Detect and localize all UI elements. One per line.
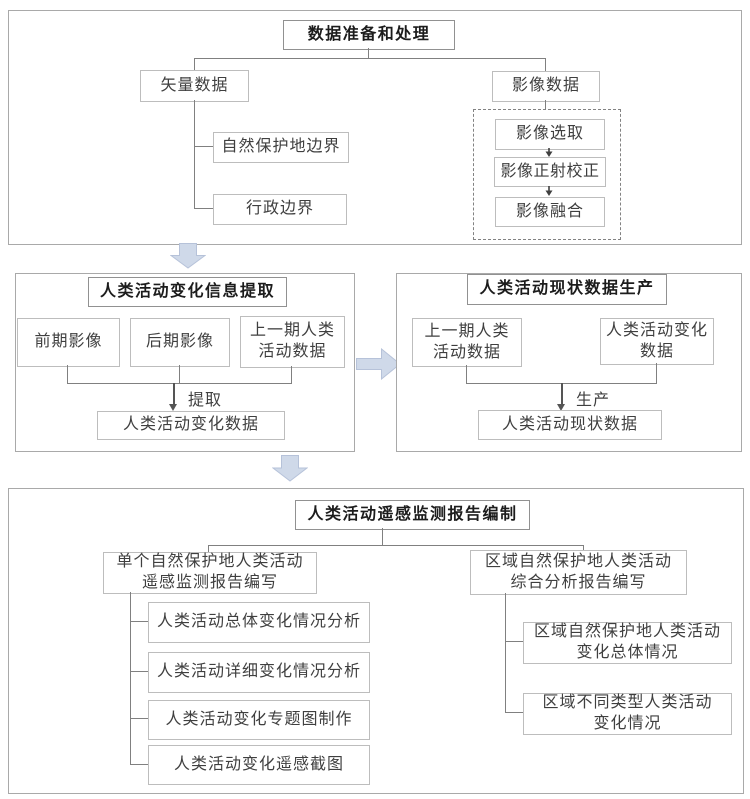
- node-activity-change-data-input: 人类活动变化 数据: [600, 318, 714, 365]
- connector: [656, 363, 657, 383]
- connector: [67, 365, 68, 383]
- node-image-fusion: 影像融合: [495, 197, 605, 227]
- produce-arrowhead-icon: [557, 404, 565, 411]
- node-early-image: 前期影像: [17, 318, 120, 367]
- node-protected-area-boundary: 自然保护地边界: [213, 132, 349, 163]
- connector: [583, 545, 584, 550]
- connector: [505, 641, 523, 642]
- section-flow-right-arrow-icon: [356, 348, 401, 380]
- node-image-orthorectification: 影像正射校正: [494, 157, 606, 187]
- produce-arrow: [561, 383, 563, 404]
- connector: [545, 58, 546, 71]
- image-processing-group: [473, 109, 621, 240]
- node-regional-report: 区域自然保护地人类活动 综合分析报告编写: [470, 550, 687, 595]
- node-previous-activity-data: 上一期人类 活动数据: [240, 316, 345, 368]
- connector: [130, 592, 131, 765]
- node-vector-data: 矢量数据: [140, 70, 249, 102]
- extract-arrow: [173, 383, 175, 404]
- connector: [291, 366, 292, 383]
- node-regional-type-change: 区域不同类型人类活动 变化情况: [523, 693, 732, 735]
- connector: [208, 545, 583, 546]
- section-flow-down-arrow-icon: [272, 455, 308, 482]
- node-remote-sensing-screenshot: 人类活动变化遥感截图: [148, 745, 370, 785]
- connector: [130, 671, 148, 672]
- node-status-production-title: 人类活动现状数据生产: [467, 274, 667, 305]
- extract-process-label: 提取: [188, 392, 223, 409]
- node-activity-change-data: 人类活动变化数据: [97, 411, 285, 440]
- node-change-extraction-title: 人类活动变化信息提取: [88, 277, 287, 307]
- connector: [130, 621, 148, 622]
- produce-process-label: 生产: [576, 392, 611, 409]
- connector: [208, 545, 209, 552]
- node-administrative-boundary: 行政边界: [213, 194, 347, 225]
- node-report-title: 人类活动遥感监测报告编制: [295, 500, 530, 530]
- section-flow-down-arrow-icon: [170, 243, 206, 269]
- connector: [194, 58, 546, 59]
- connector: [505, 593, 506, 713]
- connector: [194, 100, 195, 209]
- node-overall-change-analysis: 人类活动总体变化情况分析: [148, 602, 370, 643]
- step-down-arrow-icon: [545, 148, 553, 157]
- node-single-area-report: 单个自然保护地人类活动 遥感监测报告编写: [103, 552, 317, 594]
- node-image-selection: 影像选取: [495, 119, 605, 150]
- extract-arrowhead-icon: [169, 404, 177, 411]
- connector: [179, 365, 180, 383]
- connector: [194, 58, 195, 70]
- connector: [130, 718, 148, 719]
- step-down-arrow-icon: [545, 186, 553, 196]
- node-thematic-map-production: 人类活动变化专题图制作: [148, 700, 370, 740]
- connector: [130, 764, 148, 765]
- connector: [194, 146, 213, 147]
- node-data-preparation-title: 数据准备和处理: [283, 20, 455, 50]
- node-regional-overall-change: 区域自然保护地人类活动 变化总体情况: [523, 622, 732, 664]
- connector: [194, 208, 213, 209]
- connector: [545, 100, 546, 109]
- node-previous-activity-data-2: 上一期人类 活动数据: [412, 318, 522, 367]
- connector: [505, 712, 523, 713]
- node-image-data: 影像数据: [492, 71, 600, 102]
- connector: [67, 383, 292, 384]
- connector: [466, 365, 467, 383]
- connector: [382, 528, 383, 545]
- node-late-image: 后期影像: [130, 318, 230, 367]
- node-detailed-change-analysis: 人类活动详细变化情况分析: [148, 652, 370, 693]
- node-activity-status-data: 人类活动现状数据: [478, 410, 662, 440]
- connector: [368, 48, 369, 58]
